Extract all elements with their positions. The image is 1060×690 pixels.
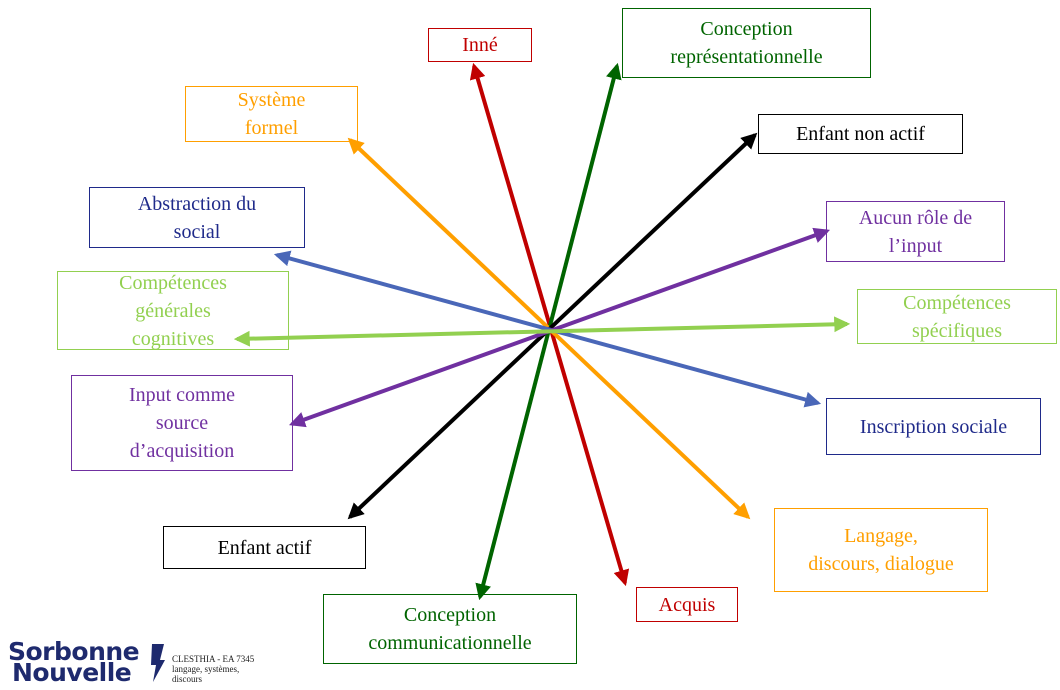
label-competences-specifiques: Compétences spécifiques: [857, 289, 1057, 344]
label-line: Aucun rôle de: [858, 206, 973, 229]
label-acquis: Acquis: [636, 587, 738, 622]
label-line: représentationnelle: [670, 46, 823, 68]
label-line: Compétences: [903, 291, 1011, 314]
label-text: Compétences générales cognitives: [119, 269, 227, 353]
label-competences-generales-cognitives: Compétences générales cognitives: [57, 271, 289, 350]
logo-word-nouvelle: Nouvelle: [12, 658, 132, 687]
label-line: Enfant non actif: [796, 123, 925, 145]
label-text: Acquis: [659, 591, 716, 619]
logo-bolt-icon: [151, 644, 165, 682]
label-line: Enfant actif: [217, 536, 312, 559]
label-line: cognitives: [131, 327, 215, 350]
label-text: Enfant actif: [218, 534, 312, 562]
label-line: source: [155, 412, 209, 434]
label-enfant-actif: Enfant actif: [163, 526, 366, 569]
label-text: Aucun rôle de l’input: [859, 204, 972, 260]
label-line: social: [173, 220, 221, 243]
arrow-inscription-to-abstraction: [273, 250, 822, 408]
label-line: Input comme: [128, 384, 236, 406]
arrow-generales-to-specifiques: [233, 316, 851, 347]
label-systeme-formel: Système formel: [185, 86, 358, 142]
label-aucun-role-input: Aucun rôle de l’input: [826, 201, 1005, 262]
label-line: d’acquisition: [129, 440, 235, 462]
label-inscription-sociale: Inscription sociale: [826, 398, 1041, 455]
label-line: discours, dialogue: [808, 553, 954, 575]
label-line: Inscription sociale: [859, 415, 1008, 438]
sorbonne-nouvelle-logo: Sorbonne Nouvelle CLESTHIA - EA 7345 lan…: [8, 637, 288, 687]
label-line: communicationnelle: [368, 632, 532, 654]
label-line: Abstraction du: [137, 192, 257, 215]
logo-lab-subtitle: langage, systèmes,: [172, 664, 240, 674]
label-text: Abstraction du social: [138, 190, 256, 246]
label-line: Inné: [462, 34, 498, 56]
label-text: Compétences spécifiques: [903, 289, 1011, 345]
label-abstraction-du-social: Abstraction du social: [89, 187, 305, 248]
label-line: Langage,: [844, 525, 918, 547]
label-line: Compétences: [119, 271, 227, 294]
label-text: Enfant non actif: [796, 120, 925, 148]
label-conception-communicationnelle: Conception communicationnelle: [323, 594, 577, 664]
logo-lab-name: CLESTHIA - EA 7345: [172, 654, 255, 664]
label-line: formel: [244, 117, 299, 139]
label-line: Acquis: [658, 593, 716, 616]
label-line: Conception: [700, 18, 793, 40]
label-enfant-non-actif: Enfant non actif: [758, 114, 963, 154]
logo-lab-subtitle-2: discours: [172, 674, 202, 684]
label-inne: Inné: [428, 28, 532, 62]
label-input-comme-source: Input comme source d’acquisition: [71, 375, 293, 471]
label-line: spécifiques: [912, 319, 1002, 342]
label-langage-discours-dialogue: Langage, discours, dialogue: [774, 508, 988, 592]
label-text: Langage, discours, dialogue: [808, 522, 954, 578]
label-text: Inné: [462, 31, 498, 59]
label-text: Système formel: [238, 86, 306, 142]
label-line: Système: [237, 89, 306, 111]
label-line: Conception: [403, 604, 497, 626]
label-line: l’input: [888, 234, 943, 257]
label-text: Conception représentationnelle: [670, 15, 822, 71]
label-text: Inscription sociale: [860, 413, 1007, 441]
label-text: Conception communicationnelle: [368, 601, 531, 657]
label-conception-representationnelle: Conception représentationnelle: [622, 8, 871, 78]
label-line: générales: [135, 299, 211, 322]
label-text: Input comme source d’acquisition: [129, 381, 235, 465]
logo-word-sorbonne: Sorbonne: [8, 637, 140, 666]
